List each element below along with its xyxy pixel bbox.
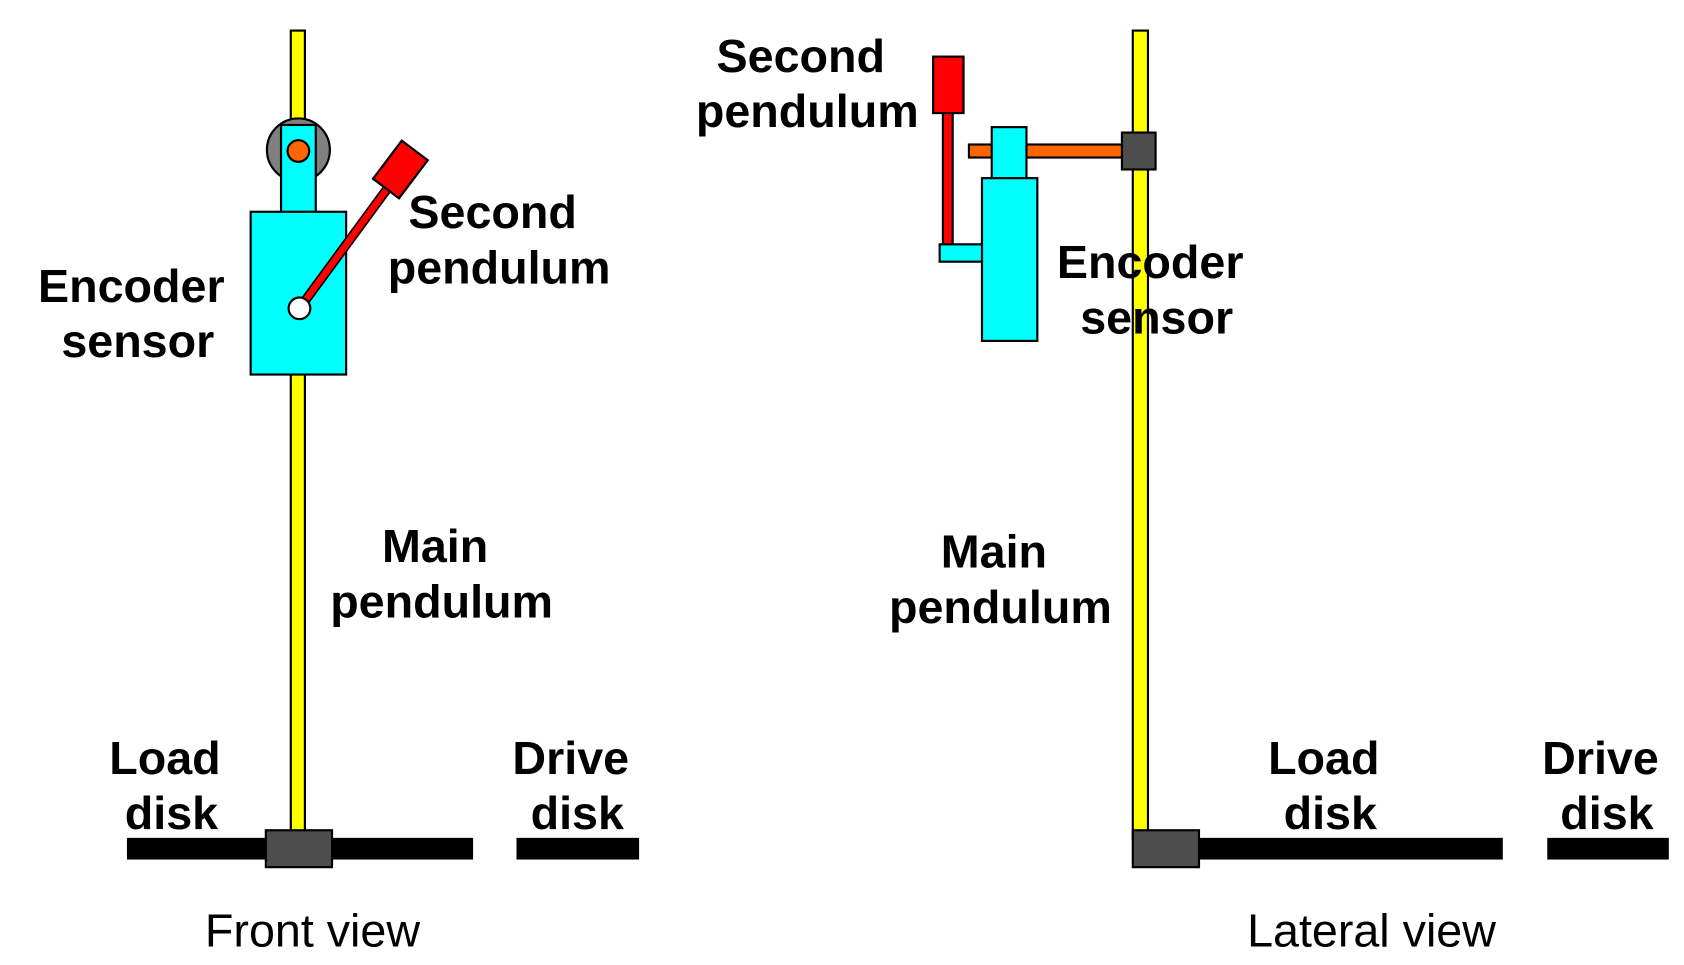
front-view: Second pendulum Encoder sensor Main pend…: [38, 29, 642, 956]
lateral-encoder-neck: [990, 126, 1028, 181]
front-view-caption: Front view: [205, 904, 420, 956]
lateral-second-pendulum-hub: [938, 243, 984, 263]
front-second-pendulum-mass: [371, 139, 430, 200]
front-label-main-pendulum: Main pendulum: [330, 520, 553, 627]
front-axle: [286, 139, 311, 163]
lateral-label-main-pendulum: Main pendulum: [889, 526, 1112, 633]
front-second-pendulum-pivot: [287, 296, 312, 321]
front-label-second-pendulum: Second pendulum: [388, 186, 611, 293]
front-second-pendulum-arm-fill: [296, 188, 389, 311]
lateral-load-disk: [1193, 837, 1503, 860]
lateral-second-pendulum-mass: [932, 55, 965, 115]
lateral-bottom-clamp: [1131, 829, 1201, 869]
front-label-load-disk: Load disk: [109, 732, 233, 839]
front-clamp: [264, 829, 334, 869]
front-encoder-body: [249, 210, 348, 376]
lateral-encoder-body: [980, 177, 1039, 342]
lateral-top-clamp: [1120, 131, 1157, 171]
front-encoder-neck: [279, 123, 317, 216]
lateral-label-drive-disk: Drive disk: [1542, 732, 1672, 839]
front-drive-disk: [516, 837, 640, 860]
lateral-label-encoder-sensor: Encoder sensor: [1057, 236, 1257, 343]
lateral-view-caption: Lateral view: [1247, 904, 1496, 956]
lateral-drive-disk: [1547, 837, 1669, 860]
front-label-encoder-sensor: Encoder sensor: [38, 260, 238, 367]
front-second-pendulum: [295, 139, 430, 312]
lateral-view: Second pendulum Encoder sensor Main pend…: [696, 29, 1672, 956]
lateral-label-second-pendulum: Second pendulum: [696, 30, 919, 137]
lateral-second-pendulum-arm: [941, 109, 954, 248]
front-label-drive-disk: Drive disk: [512, 732, 642, 839]
lateral-label-load-disk: Load disk: [1268, 732, 1392, 839]
